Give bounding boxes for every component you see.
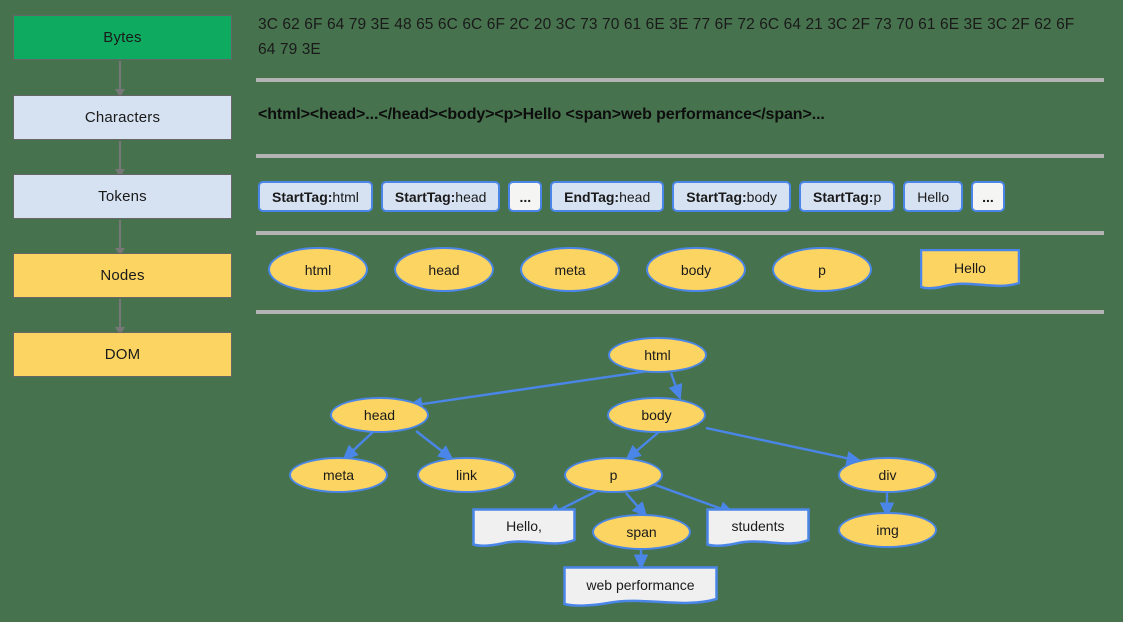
document-shape-icon xyxy=(920,249,1020,290)
node-ellipse-body[interactable]: body xyxy=(646,247,746,292)
pipeline-stage-characters[interactable]: Characters xyxy=(13,95,232,140)
pipeline-stage-label: DOM xyxy=(104,346,141,363)
token-value: html xyxy=(332,188,359,205)
edge-body-div xyxy=(705,426,863,466)
edge-body-p xyxy=(625,430,661,461)
pipeline-arrow-bytes-to-characters xyxy=(115,61,125,97)
pipeline-arrow-tokens-to-nodes xyxy=(115,220,125,256)
dom-node-label: meta xyxy=(322,467,355,483)
dom-node-label: img xyxy=(876,522,899,538)
node-label: p xyxy=(818,261,826,278)
tokens-list: StartTag: html StartTag: head ... EndTag… xyxy=(258,181,1005,212)
node-label: meta xyxy=(554,261,586,278)
document-shape-icon xyxy=(563,566,718,607)
document-shape-icon xyxy=(472,508,576,547)
dom-node-label: head xyxy=(363,407,396,423)
dom-node-div[interactable]: div xyxy=(838,457,937,493)
dom-node-label: div xyxy=(878,467,897,483)
token-chip-ellipsis[interactable]: ... xyxy=(971,181,1005,212)
node-ellipse-meta[interactable]: meta xyxy=(520,247,620,292)
dom-node-body[interactable]: body xyxy=(607,397,706,433)
node-ellipse-p[interactable]: p xyxy=(772,247,872,292)
node-label: head xyxy=(428,261,460,278)
pipeline-stage-label: Tokens xyxy=(98,188,147,205)
token-chip-text[interactable]: Hello xyxy=(903,181,964,212)
dom-node-span[interactable]: span xyxy=(592,514,691,550)
pipeline-stage-dom[interactable]: DOM xyxy=(13,332,232,377)
token-chip-ellipsis[interactable]: ... xyxy=(508,181,543,212)
token-kind: StartTag: xyxy=(394,188,456,205)
edge-html-head xyxy=(406,368,656,412)
token-chip[interactable]: EndTag: head xyxy=(550,181,665,212)
dom-node-link[interactable]: link xyxy=(417,457,516,493)
edge-head-link xyxy=(415,430,454,461)
node-ellipse-html[interactable]: html xyxy=(268,247,368,292)
edge-p-students xyxy=(649,481,736,516)
dom-node-label: span xyxy=(626,524,657,540)
dom-tree: html head body meta link p div span img xyxy=(256,318,1116,618)
token-kind: StartTag: xyxy=(813,188,874,205)
divider-tokens-nodes xyxy=(256,231,1104,235)
edge-p-span xyxy=(625,492,648,518)
pipeline-stage-nodes[interactable]: Nodes xyxy=(13,253,232,298)
token-value: ... xyxy=(519,188,532,205)
token-chip[interactable]: StartTag: p xyxy=(799,181,896,212)
dom-node-label: p xyxy=(609,467,618,483)
dom-node-label: link xyxy=(455,467,477,483)
dom-node-label: html xyxy=(644,347,671,363)
edge-head-meta xyxy=(342,430,375,461)
dom-node-text-web-performance[interactable]: web performance xyxy=(563,566,718,608)
token-value: ... xyxy=(982,188,994,205)
pipeline-stage-label: Nodes xyxy=(100,267,145,284)
dom-node-meta[interactable]: meta xyxy=(289,457,388,493)
token-chip[interactable]: StartTag: html xyxy=(258,181,373,212)
dom-node-p[interactable]: p xyxy=(564,457,663,493)
pipeline-stage-label: Bytes xyxy=(103,29,142,46)
token-kind: StartTag: xyxy=(272,188,333,205)
divider-characters-tokens xyxy=(256,154,1104,158)
characters-markup-text: <html><head>...</head><body><p>Hello <sp… xyxy=(258,106,825,123)
dom-node-label: students xyxy=(731,518,785,534)
token-value: body xyxy=(746,188,778,205)
node-label: html xyxy=(304,261,332,278)
dom-node-img[interactable]: img xyxy=(838,512,937,548)
dom-node-text-students[interactable]: students xyxy=(706,508,810,548)
node-document-hello[interactable]: Hello xyxy=(920,249,1020,290)
pipeline-stage-label: Characters xyxy=(84,109,161,126)
dom-node-text-hello[interactable]: Hello, xyxy=(472,508,576,548)
token-kind: StartTag: xyxy=(686,188,747,205)
token-value: Hello xyxy=(917,188,950,205)
token-value: p xyxy=(873,188,882,205)
dom-node-label: Hello, xyxy=(506,518,542,534)
token-value: head xyxy=(619,188,651,205)
nodes-list: html head meta body p Hello xyxy=(268,247,1020,292)
token-value: head xyxy=(455,188,487,205)
pipeline-stage-tokens[interactable]: Tokens xyxy=(13,174,232,219)
token-chip[interactable]: StartTag: head xyxy=(380,181,501,212)
token-chip[interactable]: StartTag: body xyxy=(672,181,792,212)
node-label: body xyxy=(680,261,712,278)
bytes-hex-text: 3C 62 6F 64 79 3E 48 65 6C 6C 6F 2C 20 3… xyxy=(258,16,1075,58)
pipeline-arrow-characters-to-tokens xyxy=(115,141,125,177)
pipeline-stage-bytes[interactable]: Bytes xyxy=(13,15,232,60)
dom-node-label: web performance xyxy=(586,577,695,593)
divider-bytes-characters xyxy=(256,78,1104,82)
dom-node-label: body xyxy=(641,407,672,423)
token-kind: EndTag: xyxy=(564,188,620,205)
node-label: Hello xyxy=(954,259,986,276)
dom-node-head[interactable]: head xyxy=(330,397,429,433)
node-ellipse-head[interactable]: head xyxy=(394,247,494,292)
edge-html-body xyxy=(668,372,683,401)
document-shape-icon xyxy=(706,508,810,547)
dom-node-html[interactable]: html xyxy=(608,337,707,373)
divider-nodes-dom xyxy=(256,310,1104,314)
pipeline-arrow-nodes-to-dom xyxy=(115,299,125,335)
